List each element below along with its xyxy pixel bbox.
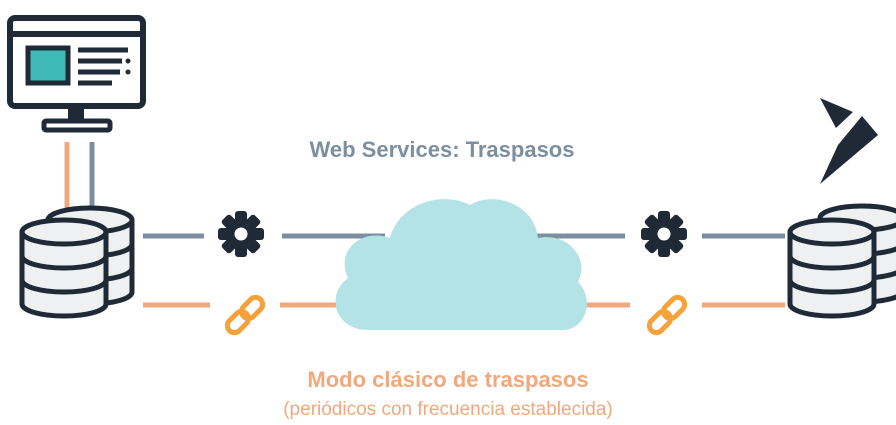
monitor-icon — [7, 15, 146, 133]
classic-mode-label: Modo clásico de traspasos — [307, 367, 589, 392]
dynamics-logo-icon — [820, 98, 878, 184]
left-database-icon — [22, 208, 132, 316]
computer-to-database-connectors — [64, 142, 95, 215]
right-chain-link-icon — [646, 294, 687, 335]
right-gear-icon — [641, 211, 687, 257]
left-gear-icon — [218, 211, 264, 257]
right-database-icon — [790, 206, 896, 316]
left-chain-link-icon — [224, 294, 265, 335]
cloud-icon — [335, 199, 587, 331]
classic-mode-detail: (periódicos con frecuencia establecida) — [283, 399, 613, 420]
web-services-label: Web Services: Traspasos — [309, 137, 575, 162]
